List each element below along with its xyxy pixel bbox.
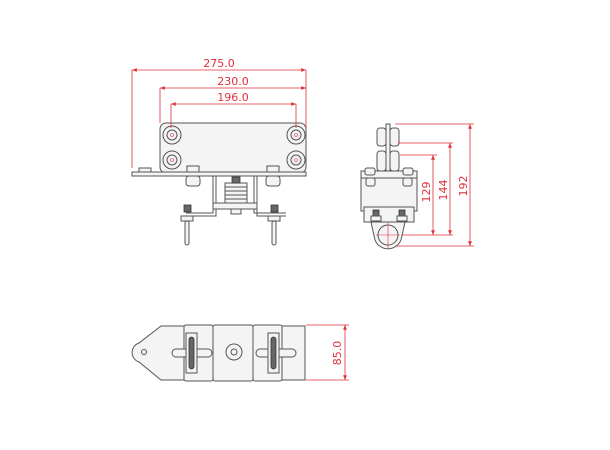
nut-right	[265, 175, 281, 187]
center-plate	[385, 123, 391, 179]
nut-right-top	[266, 165, 280, 173]
front-view: 275.0 230.0 196.0	[131, 57, 307, 246]
mounting-plate	[159, 122, 307, 174]
dim-height-129: 129	[420, 182, 433, 203]
nut-left	[185, 175, 201, 187]
dim-plate-width: 230.0	[217, 75, 249, 88]
spring-bolt-top	[231, 176, 241, 184]
bolt-heads	[162, 125, 306, 170]
rollers	[376, 127, 400, 172]
dim-bolt-spacing: 196.0	[217, 91, 249, 104]
spring-plate	[212, 202, 258, 210]
dim-width-85: 85.0	[331, 341, 344, 366]
dim-height-144: 144	[437, 180, 450, 201]
mount-hole	[141, 349, 147, 355]
spring-coil	[225, 186, 247, 200]
spring-nut	[230, 208, 242, 215]
nut-left-top	[186, 165, 200, 173]
top-view: 85.0	[131, 324, 349, 382]
trolley-body	[360, 170, 418, 212]
bracket	[186, 176, 286, 217]
side-view: 129 144 192	[360, 123, 474, 250]
spring-housing	[224, 182, 248, 206]
body-nut-right	[402, 167, 414, 176]
dim-height-192: 192	[457, 176, 470, 197]
hanger-bolts	[180, 204, 281, 246]
body-nut-left	[364, 167, 376, 176]
base-flange	[131, 171, 307, 177]
flange-nut	[138, 167, 152, 173]
dim-overall-width: 275.0	[203, 57, 235, 70]
